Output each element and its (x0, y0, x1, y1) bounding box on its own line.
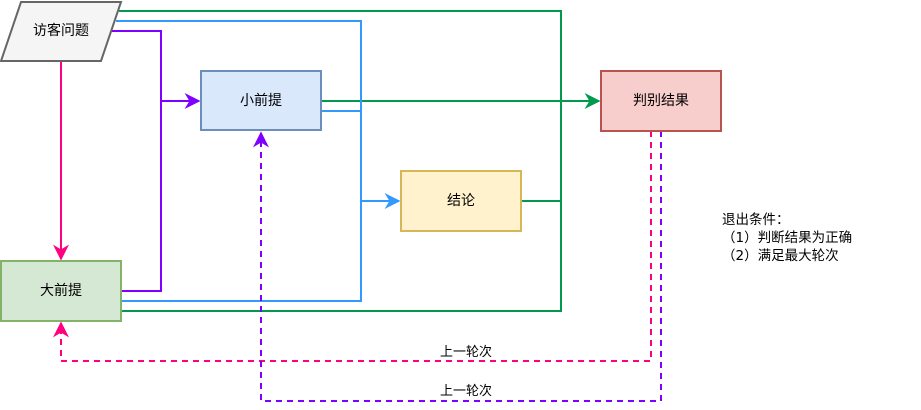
edge-question-to-judge (119, 10, 562, 101)
major-premise-label: 大前提 (40, 282, 82, 299)
edge-label-loop-pink: 上一轮次 (440, 344, 492, 360)
node-major-premise[interactable]: 大前提 (0, 260, 122, 322)
edge-major-to-judge (121, 101, 562, 312)
edge-question-to-minor (112, 30, 201, 109)
visitor-question-shape (0, 0, 123, 62)
edge-major-to-conclusion (121, 193, 401, 302)
edge-loop-judge-to-minor (253, 131, 662, 402)
edge-question-to-conclusion (116, 20, 362, 201)
visitor-question-label: 访客问题 (33, 22, 89, 39)
node-conclusion[interactable]: 结论 (400, 170, 522, 232)
node-visitor-question[interactable]: 访客问题 (0, 0, 123, 62)
exit-conditions-note: 退出条件： （1）判断结果为正确 （2）满足最大轮次 (722, 211, 852, 265)
edges (53, 10, 662, 402)
judge-result-shape (600, 70, 722, 132)
conclusion-shape (400, 170, 522, 232)
node-minor-premise[interactable]: 小前提 (200, 70, 322, 131)
judge-result-label: 判别结果 (633, 93, 689, 109)
edge-label-loop-purple: 上一轮次 (440, 383, 492, 399)
minor-premise-shape (200, 70, 322, 131)
major-premise-shape (0, 260, 122, 322)
exit-conditions-title: 退出条件： (722, 212, 790, 228)
exit-condition-2: （2）满足最大轮次 (722, 248, 839, 264)
edge-major-to-minor (121, 101, 162, 292)
exit-condition-1: （1）判断结果为正确 (722, 230, 853, 246)
node-judge-result[interactable]: 判别结果 (600, 70, 722, 132)
edge-loop-judge-to-major (53, 131, 652, 362)
minor-premise-label: 小前提 (240, 92, 282, 109)
conclusion-label: 结论 (447, 193, 475, 209)
